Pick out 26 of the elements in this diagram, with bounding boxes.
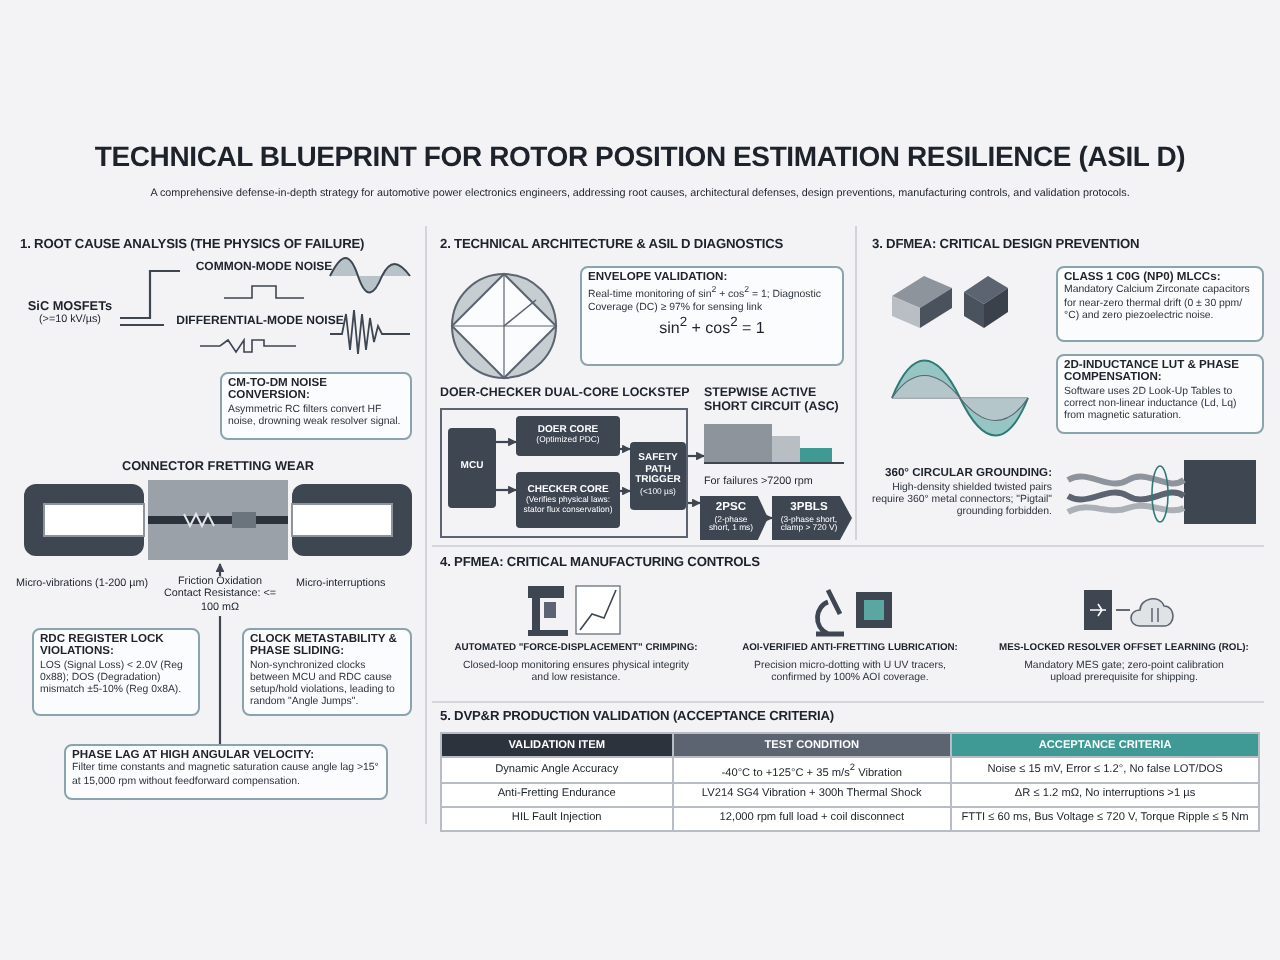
callout-box bbox=[1056, 266, 1264, 342]
core-block bbox=[516, 416, 620, 456]
chevron-step bbox=[772, 496, 852, 540]
callout-box bbox=[32, 628, 200, 716]
arrow bbox=[215, 563, 225, 576]
arrow bbox=[496, 485, 517, 495]
chevron-step bbox=[700, 496, 768, 540]
arrow bbox=[764, 513, 773, 523]
arrow bbox=[496, 437, 517, 447]
callout-box bbox=[64, 744, 388, 800]
callout-box bbox=[242, 628, 412, 716]
arrow bbox=[620, 444, 631, 454]
arrow bbox=[686, 498, 701, 508]
core-block bbox=[516, 472, 620, 528]
arrow bbox=[686, 451, 705, 461]
page-title: TECHNICAL BLUEPRINT FOR ROTOR POSITION ESTIMATION RESILIENCE (ASIL D) bbox=[92, 140, 1188, 172]
callout-box bbox=[220, 372, 412, 440]
arrow bbox=[620, 486, 631, 496]
connector-line bbox=[120, 323, 164, 327]
formula: sin$^{2}$ + cos$^{2}$ = 1 bbox=[657, 316, 767, 339]
callout-box bbox=[580, 266, 844, 366]
core-block bbox=[630, 442, 686, 510]
callout-box bbox=[1056, 354, 1264, 434]
core-block bbox=[448, 428, 496, 508]
connector-line bbox=[120, 269, 180, 320]
connector-line bbox=[218, 616, 222, 744]
